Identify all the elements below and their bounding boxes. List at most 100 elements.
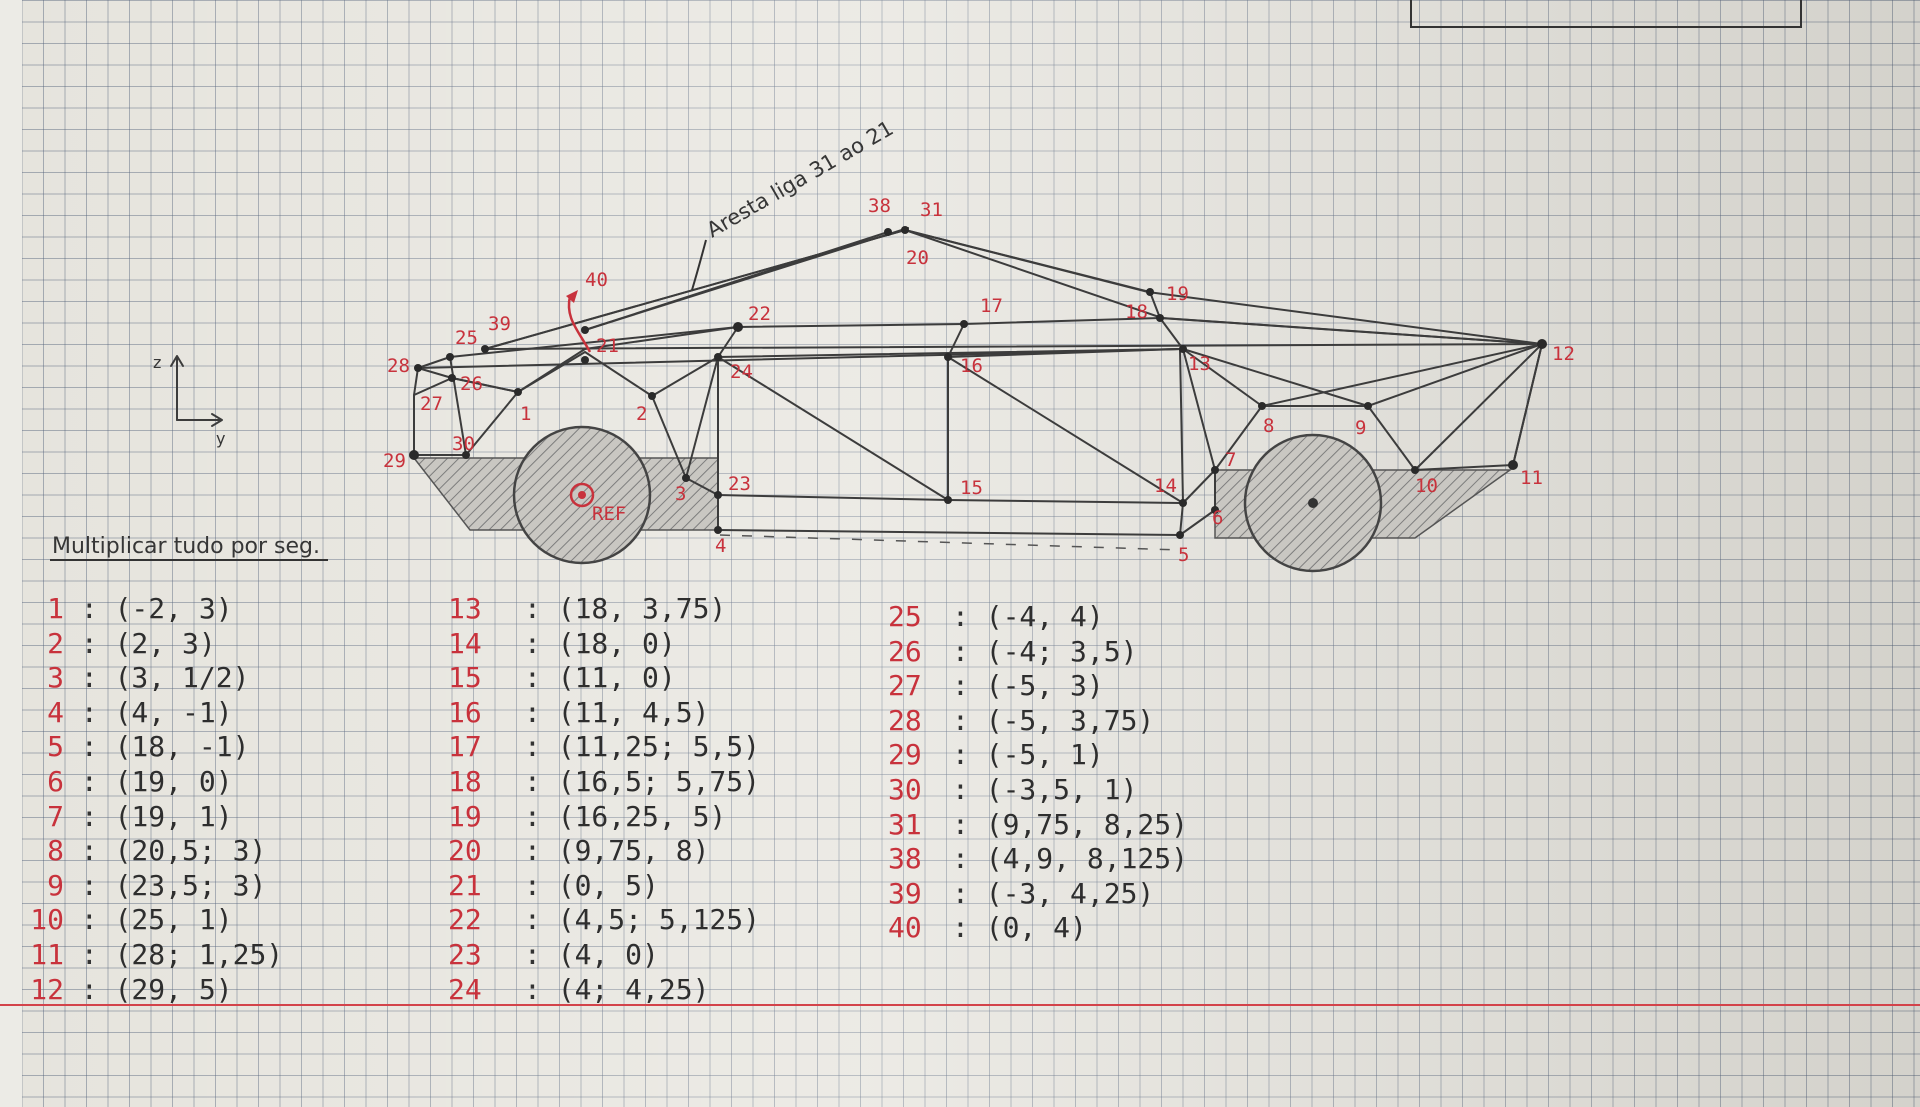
coord-row-40: 40: (0, 4) xyxy=(888,911,1087,945)
coord-row-17: 17: (11,25; 5,5) xyxy=(448,730,761,764)
coordinates-column-1: 1 : (-2, 3) 2 : (2, 3) 3 : (3, 1/2) 4 : … xyxy=(0,592,283,1007)
coordinates-column-2: 13: (18, 3,75) 14: (18, 0) 15: (11, 0) 1… xyxy=(448,592,760,1007)
coord-id: 7 xyxy=(47,799,64,833)
label-p31: 31 xyxy=(920,199,943,221)
coord-row-27: 27: (-5, 3) xyxy=(888,669,1104,703)
coord-row-30: 30: (-3,5, 1) xyxy=(888,772,1138,806)
label-p25: 25 xyxy=(455,327,478,349)
coord-id: 40 xyxy=(888,911,922,945)
label-p13: 13 xyxy=(1188,353,1211,375)
coord-id: 2 xyxy=(47,626,64,660)
coord-id: 20 xyxy=(448,834,482,868)
label-p30: 30 xyxy=(452,433,475,455)
label-p19: 19 xyxy=(1166,283,1189,305)
coord-id: 16 xyxy=(448,695,482,729)
label-p27: 27 xyxy=(420,393,443,415)
label-p24: 24 xyxy=(730,361,753,383)
coord-id: 1 xyxy=(47,592,64,625)
red-margin-line xyxy=(0,1004,1920,1006)
coord-value: (11,25; 5,5) xyxy=(557,730,761,764)
coord-id: 5 xyxy=(47,730,64,764)
coord-value: (28; 1,25) xyxy=(114,937,284,971)
label-p16: 16 xyxy=(960,355,983,377)
coord-row-25: 25: (-4, 4) xyxy=(888,600,1104,633)
coord-value: (4, -1) xyxy=(114,695,233,729)
label-p3: 3 xyxy=(675,483,686,505)
ref-label: REF xyxy=(592,503,626,525)
coord-row-8: 8 : (20,5; 3) xyxy=(0,834,283,869)
coord-row-19: 19: (16,25, 5) xyxy=(448,799,727,833)
multiply-note: Multiplicar tudo por seg. xyxy=(52,534,320,559)
coord-row-3: 3 : (3, 1/2) xyxy=(0,661,283,696)
coord-value: (25, 1) xyxy=(114,903,233,937)
paper-left-margin xyxy=(0,0,22,1107)
coord-row-31: 31: (9,75, 8,25) xyxy=(888,807,1189,841)
ground-dashed-line xyxy=(719,534,1181,551)
label-p14: 14 xyxy=(1154,475,1177,497)
coord-id: 9 xyxy=(47,868,64,902)
coord-id: 14 xyxy=(448,626,482,660)
label-p8: 8 xyxy=(1263,415,1274,437)
coord-id: 19 xyxy=(448,799,482,833)
coord-row-5: 5 : (18, -1) xyxy=(0,730,283,765)
coord-id: 18 xyxy=(448,764,482,798)
coord-value: (4,5; 5,125) xyxy=(557,903,761,937)
coord-value: (4, 0) xyxy=(557,937,659,971)
label-p21: 21 xyxy=(596,335,619,357)
coord-value: (-4; 3,5) xyxy=(985,634,1138,668)
label-p23: 23 xyxy=(728,473,751,495)
coord-value: (4; 4,25) xyxy=(557,972,710,1006)
coord-row-22: 22: (4,5; 5,125) xyxy=(448,903,761,937)
coord-value: (18, 3,75) xyxy=(557,592,727,625)
rear-wheel xyxy=(1243,433,1383,573)
coord-value: (16,25, 5) xyxy=(557,799,727,833)
coord-row-21: 21: (0, 5) xyxy=(448,868,659,902)
label-p10: 10 xyxy=(1415,475,1438,497)
coord-row-2: 2 : (2, 3) xyxy=(0,627,283,662)
label-p6: 6 xyxy=(1212,507,1223,529)
coord-value: (0, 4) xyxy=(985,911,1087,945)
label-p4: 4 xyxy=(715,535,726,557)
coord-id: 10 xyxy=(30,903,64,937)
coord-id: 4 xyxy=(47,695,64,729)
coord-row-10: 10 : (25, 1) xyxy=(0,903,283,938)
label-p20: 20 xyxy=(906,247,929,269)
label-p17: 17 xyxy=(980,295,1003,317)
front-wheel xyxy=(512,425,652,565)
coord-value: (16,5; 5,75) xyxy=(557,764,761,798)
coord-id: 23 xyxy=(448,937,482,971)
coord-value: (19, 1) xyxy=(114,799,233,833)
coord-id: 38 xyxy=(888,842,922,876)
coord-row-39: 39: (-3, 4,25) xyxy=(888,876,1155,910)
coord-row-12: 12 : (29, 5) xyxy=(0,973,283,1008)
coordinates-column-3: 25: (-4, 4) 26: (-4; 3,5) 27: (-5, 3) 28… xyxy=(888,600,1188,946)
vertex-dots xyxy=(409,226,1547,539)
label-p11: 11 xyxy=(1520,467,1543,489)
coord-id: 28 xyxy=(888,703,922,737)
label-p22: 22 xyxy=(748,303,771,325)
axis-y-label: y xyxy=(216,429,225,448)
label-p18: 18 xyxy=(1125,301,1148,323)
label-p9: 9 xyxy=(1355,417,1366,439)
coord-id: 17 xyxy=(448,730,482,764)
coord-id: 3 xyxy=(47,661,64,695)
coord-value: (29, 5) xyxy=(114,972,233,1006)
coord-value: (11, 0) xyxy=(557,661,676,695)
coord-value: (19, 0) xyxy=(114,764,233,798)
coord-row-15: 15: (11, 0) xyxy=(448,661,676,695)
coord-row-13: 13: (18, 3,75) xyxy=(448,592,727,625)
coord-id: 15 xyxy=(448,661,482,695)
coord-row-18: 18: (16,5; 5,75) xyxy=(448,764,761,798)
coord-id: 27 xyxy=(888,669,922,703)
axis-z-label: z xyxy=(153,353,161,372)
label-p40: 40 xyxy=(585,269,608,291)
coord-value: (-4, 4) xyxy=(985,600,1104,633)
note-pointer xyxy=(691,239,707,291)
coord-row-11: 11 : (28; 1,25) xyxy=(0,938,283,973)
coord-row-20: 20: (9,75, 8) xyxy=(448,834,710,868)
coord-row-9: 9 : (23,5; 3) xyxy=(0,869,283,904)
label-p39: 39 xyxy=(488,313,511,335)
coord-value: (11, 4,5) xyxy=(557,695,710,729)
axis-icon xyxy=(170,355,223,427)
